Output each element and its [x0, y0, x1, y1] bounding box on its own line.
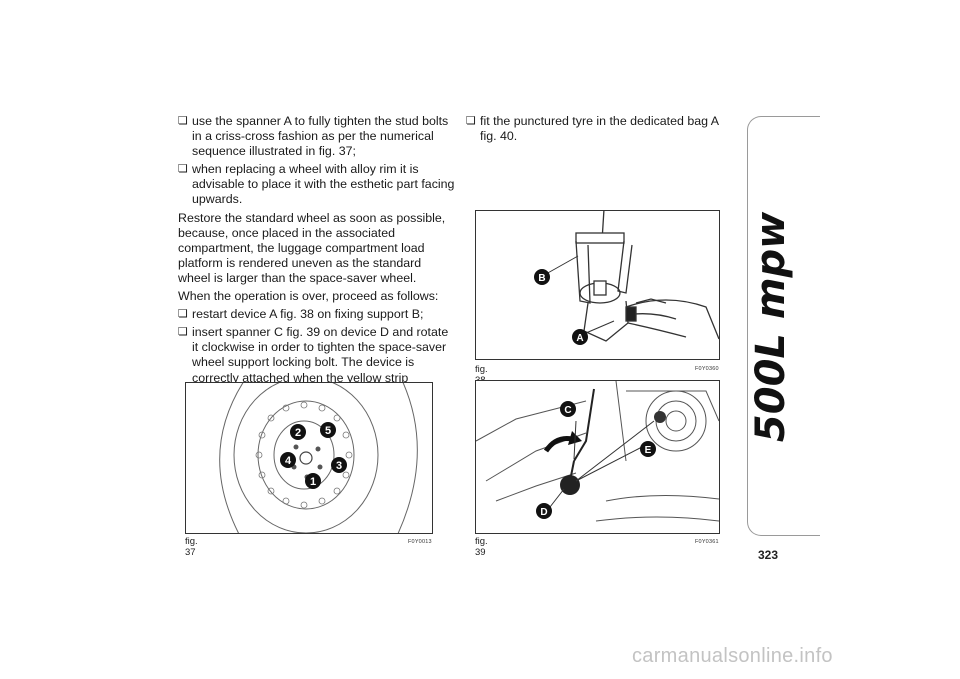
figure-label: E: [645, 445, 652, 456]
sidebar-tab: 500L mpw: [747, 116, 820, 536]
figure-code: F0Y0013: [408, 539, 432, 545]
watermark: carmanualsonline.info: [632, 645, 833, 667]
svg-text:500L mpw: 500L mpw: [748, 211, 794, 442]
figure-label: D: [540, 507, 547, 518]
bolt-number: 2: [295, 427, 301, 439]
bolt-number: 4: [285, 455, 292, 467]
figure-38-illustration: B A: [475, 210, 720, 360]
paragraph: Restore the standard wheel as soon as po…: [178, 210, 446, 285]
instruction-bullet: restart device A fig. 38 on fixing suppo…: [178, 307, 456, 322]
figure-caption: fig. 39: [475, 536, 488, 558]
figure-code: F0Y0360: [695, 366, 719, 372]
bolt-number: 1: [310, 476, 316, 488]
figure-label: B: [538, 273, 545, 284]
bolt-number: 5: [325, 425, 331, 437]
figure-label: A: [576, 333, 583, 344]
instruction-bullet: use the spanner A to fully tighten the s…: [178, 114, 456, 159]
instruction-bullet: fit the punctured tyre in the dedicated …: [466, 114, 728, 144]
figure-39-illustration: C D E: [475, 380, 720, 534]
instruction-bullet: when replacing a wheel with alloy rim it…: [178, 162, 456, 207]
paragraph: When the operation is over, proceed as f…: [178, 289, 439, 304]
right-column: fit the punctured tyre in the dedicated …: [466, 114, 728, 147]
figure-37-illustration: 1 2 3 4 5: [185, 382, 433, 534]
page-number: 323: [758, 548, 779, 562]
bolt-number: 3: [336, 460, 342, 472]
model-logo: 500L mpw: [748, 211, 794, 442]
figure-label: C: [564, 405, 571, 416]
figure-code: F0Y0361: [695, 539, 719, 545]
figure-caption: fig. 37: [185, 536, 198, 558]
left-column: use the spanner A to fully tighten the s…: [178, 114, 456, 404]
